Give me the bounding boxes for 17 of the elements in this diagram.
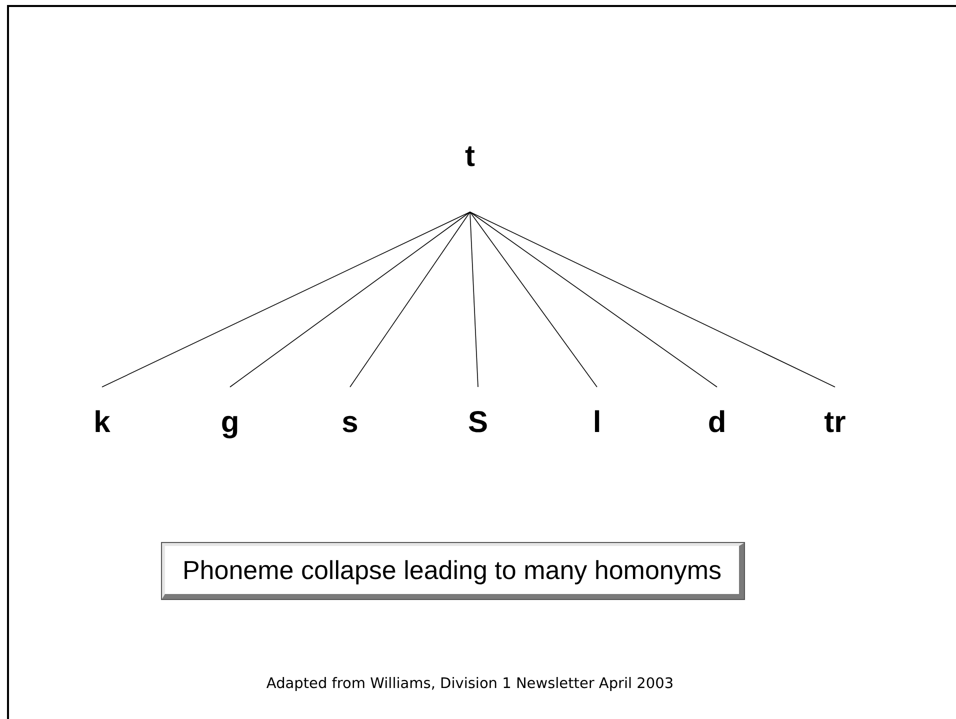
phoneme-label: g <box>220 406 240 440</box>
phoneme-label: t <box>465 140 475 174</box>
branch-line <box>102 212 470 388</box>
phoneme-label: tr <box>824 406 846 440</box>
banner-box: Phoneme collapse leading to many homonyms <box>162 543 744 599</box>
branch-line <box>470 212 478 388</box>
phoneme-label: s <box>342 406 358 440</box>
branch-line <box>470 212 718 388</box>
branch-line <box>470 212 836 388</box>
phoneme-label: l <box>592 406 602 440</box>
phoneme-label: d <box>708 406 726 440</box>
branch-line <box>230 212 470 388</box>
source-caption: Adapted from Williams, Division 1 Newsletter April 2003 <box>265 676 675 692</box>
branch-line <box>350 212 470 388</box>
phoneme-label: k <box>94 406 110 440</box>
phoneme-label: S <box>468 406 488 440</box>
branch-line <box>470 212 598 388</box>
